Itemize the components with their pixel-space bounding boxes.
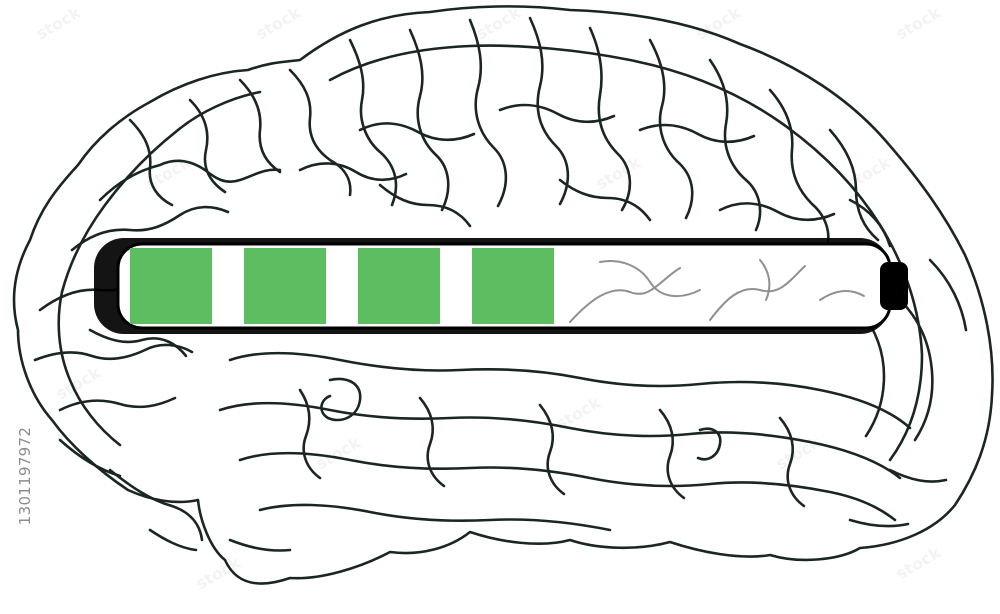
battery-segment-3 bbox=[358, 248, 440, 324]
battery-terminal bbox=[880, 262, 908, 310]
battery-charge-segments bbox=[130, 248, 554, 324]
battery-segment-4 bbox=[472, 248, 554, 324]
svg-text:stock: stock bbox=[893, 3, 945, 44]
svg-text:stock: stock bbox=[473, 3, 525, 44]
battery-segment-1 bbox=[130, 248, 212, 324]
svg-text:stock: stock bbox=[893, 543, 945, 584]
battery-empty-region-texture bbox=[569, 259, 865, 323]
battery-icon bbox=[94, 238, 908, 334]
brain-contour bbox=[12, 5, 994, 585]
svg-text:stock: stock bbox=[313, 433, 365, 474]
svg-text:stock: stock bbox=[253, 3, 305, 44]
battery-segment-2 bbox=[244, 248, 326, 324]
svg-text:stock: stock bbox=[693, 3, 745, 44]
svg-text:stock: stock bbox=[593, 153, 645, 194]
svg-text:stock: stock bbox=[33, 3, 85, 44]
brain-outline-icon bbox=[12, 5, 994, 585]
svg-text:stock: stock bbox=[193, 553, 245, 594]
stock-id-label: 1301197972 bbox=[16, 426, 34, 526]
